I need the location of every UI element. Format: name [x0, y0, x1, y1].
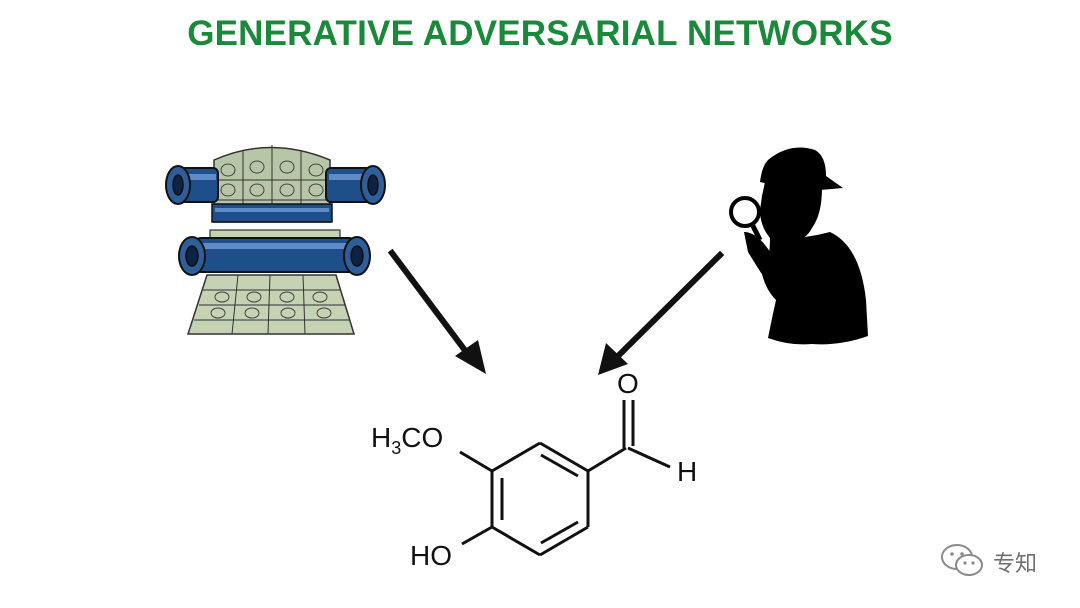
oxygen-label: O [617, 368, 639, 399]
hydroxyl-bond [461, 525, 493, 546]
aldehyde-bond [587, 446, 627, 473]
arrow-discriminator-to-molecule [598, 250, 725, 375]
detective-magnifier-icon [729, 147, 868, 345]
wechat-icon [941, 544, 983, 576]
ring-double-bond [540, 520, 579, 545]
watermark: 专知 [935, 540, 1055, 580]
hydroxyl-label: HO [410, 540, 452, 571]
upper-drum [165, 145, 386, 223]
banknote-sheet-output [186, 274, 356, 335]
watermark-text: 专知 [993, 552, 1038, 577]
methoxy-bond [459, 450, 493, 473]
vanillin-molecule [459, 400, 671, 557]
arrow-generator-to-molecule [387, 248, 486, 374]
ring-bond [539, 441, 589, 473]
methoxy-label: H3CO [371, 422, 443, 458]
lower-roller [178, 229, 371, 276]
ring-bond [491, 441, 541, 473]
ring-double-bond [540, 453, 579, 478]
money-printing-press-icon [165, 145, 386, 335]
ring-bond [491, 525, 541, 557]
hydrogen-label: H [677, 456, 697, 487]
aldehyde-h-bond [627, 446, 671, 469]
ring-bond [539, 525, 589, 557]
page-title: GENERATIVE ADVERSARIAL NETWORKS [187, 14, 893, 53]
